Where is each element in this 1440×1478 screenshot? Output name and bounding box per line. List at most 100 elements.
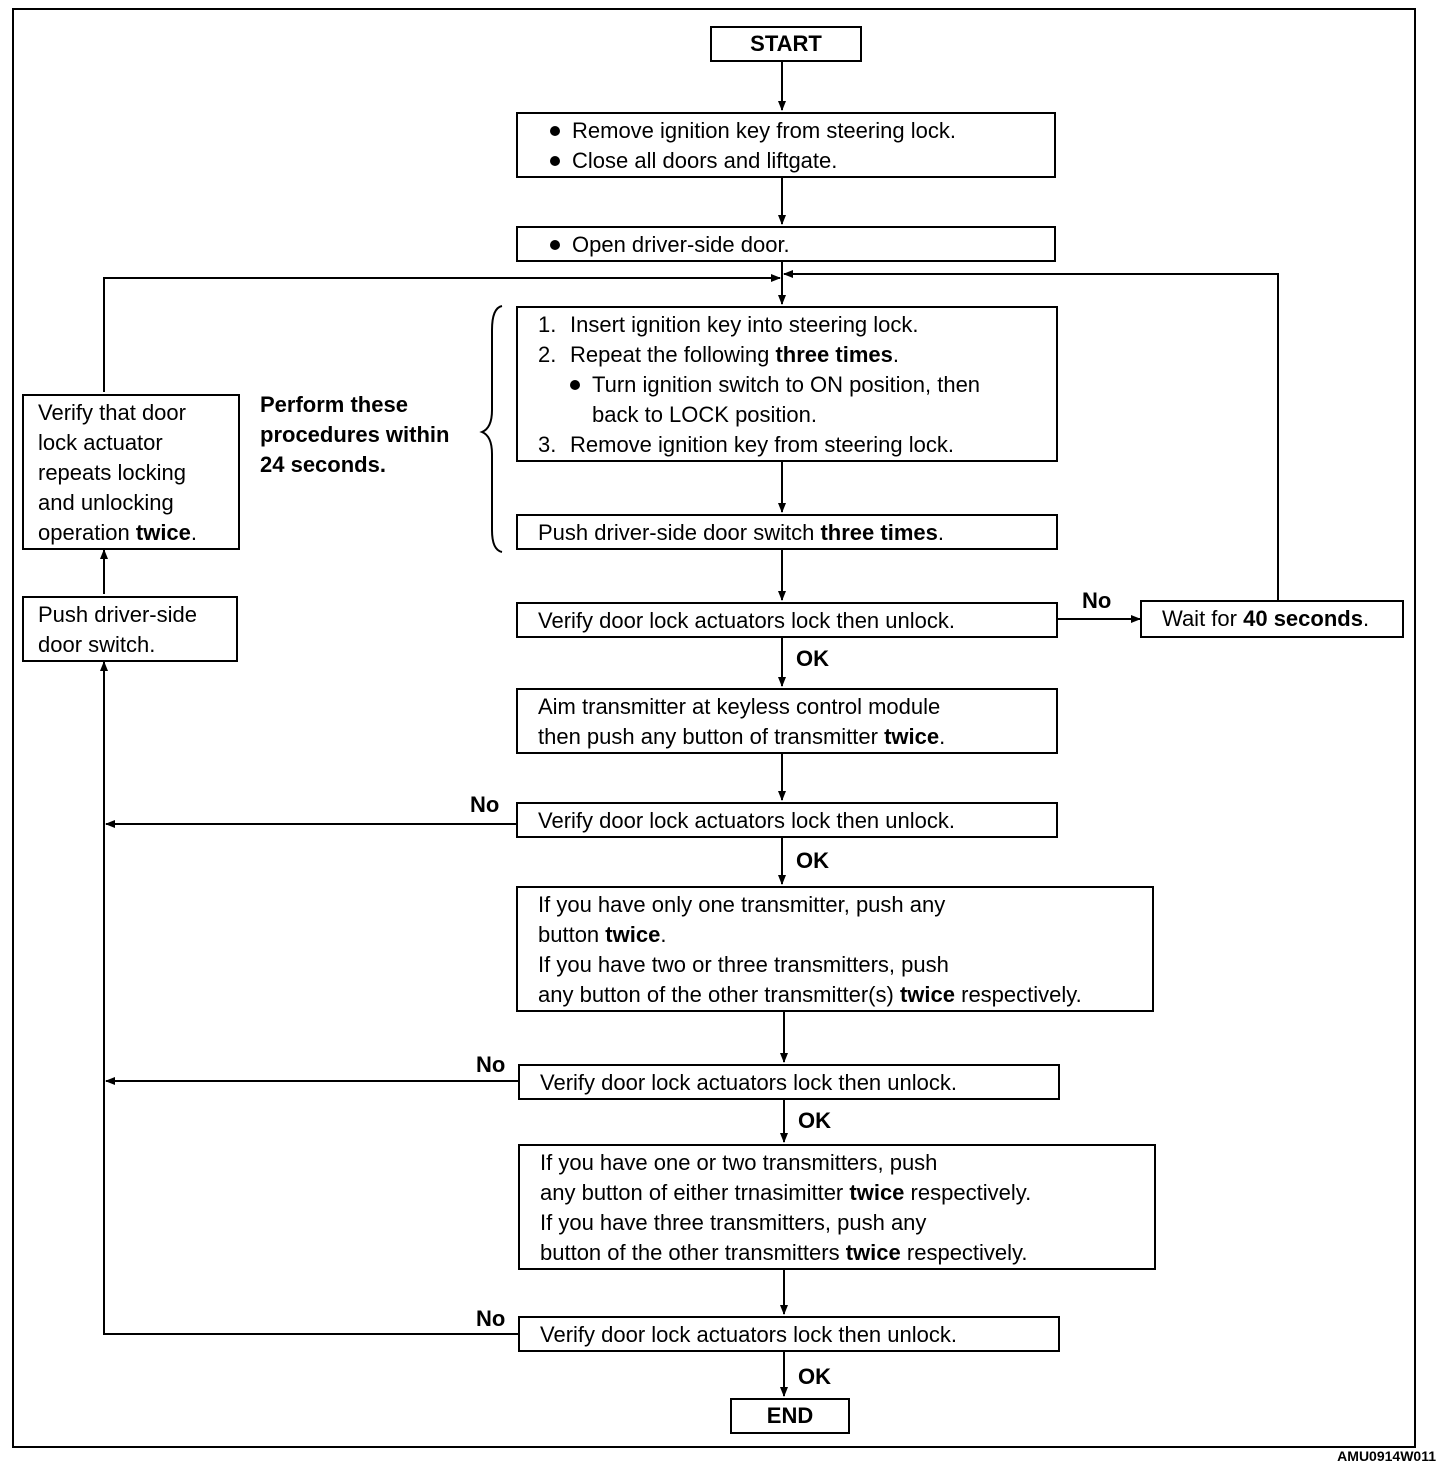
one-tx-emphasis: twice [605, 922, 661, 947]
start-label: START [750, 31, 822, 56]
two-tx-line: If you have three transmitters, push any [540, 1210, 927, 1235]
prep-item: Close all doors and liftgate. [538, 146, 1034, 176]
wait-text: Wait for [1162, 606, 1237, 631]
step-2: 2. Repeat the following three times. [538, 340, 1036, 370]
one-tx-text: button [538, 922, 600, 947]
one-tx-line: If you have only one transmitter, push a… [538, 892, 946, 917]
step-3: 3. Remove ignition key from steering lock… [538, 430, 1036, 460]
aim-text: then push any button of transmitter [538, 724, 878, 749]
side-verify-punct: . [190, 520, 198, 545]
ok-label: OK [796, 848, 829, 873]
line-verify4-no [100, 661, 518, 1335]
push-punct: . [937, 520, 944, 545]
two-tx-text: button of the other transmitters [540, 1240, 840, 1265]
ok-label: OK [796, 646, 829, 671]
prep-item: Remove ignition key from steering lock. [538, 116, 1034, 146]
diagram-frame [12, 8, 1416, 1448]
step-text: Repeat the following [570, 342, 770, 367]
aim-line: Aim transmitter at keyless control modul… [538, 694, 941, 719]
step-number: 3. [538, 432, 557, 457]
brace [479, 305, 503, 553]
end-terminal: END [730, 1398, 850, 1434]
step-number: 1. [538, 312, 557, 337]
two-tx-line: button of the other transmitters twice r… [540, 1238, 1134, 1268]
aim-line: then push any button of transmitter twic… [538, 722, 1036, 752]
two-tx-text: any button of either trnasimitter [540, 1180, 844, 1205]
one-tx-text: any button of the other transmitter(s) [538, 982, 894, 1007]
side-verify-line: lock actuator [38, 430, 163, 455]
prep-box: Remove ignition key from steering lock. … [516, 112, 1056, 178]
verify-box-2: Verify door lock actuators lock then unl… [516, 802, 1058, 838]
note-line: 24 seconds. [260, 452, 386, 477]
step-number: 2. [538, 342, 557, 367]
step-text: Remove ignition key from steering lock. [570, 432, 954, 457]
no-label: No [476, 1052, 506, 1077]
open-door-text: Open driver-side door. [572, 232, 790, 257]
side-verify-box: Verify that door lock actuator repeats l… [22, 394, 240, 550]
step-2-sub-cont: back to LOCK position. [538, 400, 1036, 430]
one-tx-line: If you have two or three transmitters, p… [538, 952, 949, 977]
two-tx-emphasis: twice [845, 1240, 901, 1265]
no-label: No [1082, 588, 1112, 613]
one-tx-line: button twice. [538, 920, 1132, 950]
side-push-box: Push driver-side door switch. [22, 596, 238, 662]
open-door-box: Open driver-side door. [516, 226, 1056, 262]
prep-item-text: Remove ignition key from steering lock. [572, 118, 956, 143]
prep-item-text: Close all doors and liftgate. [572, 148, 838, 173]
step-1: 1.Insert ignition key into steering lock… [538, 310, 1036, 340]
two-tx-text: respectively. [906, 1240, 1028, 1265]
side-verify-line: and unlocking [38, 490, 174, 515]
step-punct: . [892, 342, 899, 367]
step-emphasis: three times [775, 342, 893, 367]
no-label: No [470, 792, 500, 817]
start-terminal: START [710, 26, 862, 62]
verify-box-4: Verify door lock actuators lock then unl… [518, 1316, 1060, 1352]
aim-emphasis: twice [884, 724, 940, 749]
one-transmitter-box: If you have only one transmitter, push a… [516, 886, 1154, 1012]
one-tx-emphasis: twice [899, 982, 955, 1007]
perform-note: Perform these procedures within 24 secon… [260, 390, 449, 480]
push-switch-box: Push driver-side door switch three times… [516, 514, 1058, 550]
two-tx-line: If you have one or two transmitters, pus… [540, 1150, 938, 1175]
aim-punct: . [939, 724, 946, 749]
note-line: Perform these [260, 392, 408, 417]
verify-text: Verify door lock actuators lock then unl… [538, 808, 955, 833]
open-door-item: Open driver-side door. [538, 230, 1034, 260]
procedure-box: 1.Insert ignition key into steering lock… [516, 306, 1058, 462]
wait-punct: . [1362, 606, 1370, 631]
aim-box: Aim transmitter at keyless control modul… [516, 688, 1058, 754]
step-sub-text: back to LOCK position. [592, 402, 818, 427]
ok-label: OK [798, 1108, 831, 1133]
push-emphasis: three times [820, 520, 938, 545]
verify-text: Verify door lock actuators lock then unl… [538, 608, 955, 633]
two-tx-emphasis: twice [849, 1180, 905, 1205]
verify-text: Verify door lock actuators lock then unl… [540, 1322, 957, 1347]
side-push-line: door switch. [38, 632, 156, 657]
wait-emphasis: 40 seconds [1243, 606, 1363, 631]
figure-code: AMU0914W011 [1337, 1448, 1436, 1464]
bullet-icon [550, 155, 560, 166]
verify-text: Verify door lock actuators lock then unl… [540, 1070, 957, 1095]
verify-box-1: Verify door lock actuators lock then unl… [516, 602, 1058, 638]
loop-side-return [103, 274, 781, 392]
one-tx-text: respectively. [961, 982, 1082, 1007]
side-verify-line: Verify that door [38, 400, 186, 425]
side-verify-text: operation [38, 520, 130, 545]
side-verify-emphasis: twice [135, 520, 191, 545]
no-label: No [476, 1306, 506, 1331]
loop-wait-return [783, 270, 1279, 600]
two-tx-line: any button of either trnasimitter twice … [540, 1178, 1134, 1208]
side-verify-line: operation twice. [38, 518, 224, 548]
one-tx-punct: . [660, 922, 667, 947]
wait-box: Wait for 40 seconds. [1140, 600, 1404, 638]
step-sub-text: Turn ignition switch to ON position, the… [592, 372, 981, 397]
two-transmitter-box: If you have one or two transmitters, pus… [518, 1144, 1156, 1270]
bullet-icon [550, 239, 560, 250]
push-text: Push driver-side door switch [538, 520, 815, 545]
two-tx-text: respectively. [910, 1180, 1032, 1205]
bullet-icon [550, 125, 560, 136]
step-2-sub: Turn ignition switch to ON position, the… [538, 370, 1036, 400]
bullet-icon [570, 379, 580, 390]
side-push-line: Push driver-side [38, 602, 197, 627]
